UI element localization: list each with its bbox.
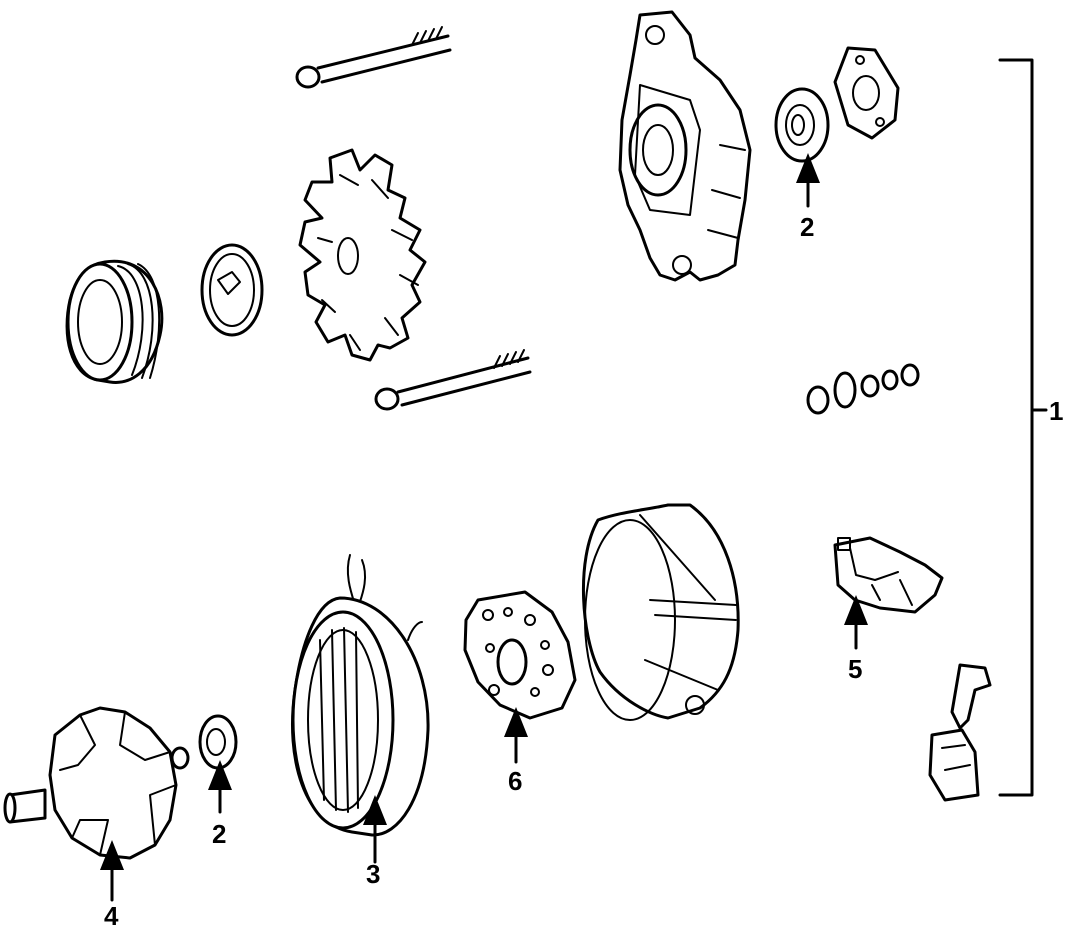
pulley-spacer: [200, 243, 264, 337]
callout-2-rear-bearing: 2: [212, 819, 226, 849]
callout-1: 1: [1049, 396, 1063, 426]
rectifier: [463, 590, 577, 720]
leader-lines: [100, 153, 868, 902]
pulley: [65, 259, 164, 384]
front-housing: [618, 10, 752, 282]
rotor: [3, 706, 190, 860]
callout-4-rotor: 4: [104, 901, 119, 931]
through-bolt-bottom: [374, 349, 532, 411]
callout-6-rectifier: 6: [508, 766, 522, 796]
brush-holder: [928, 663, 992, 802]
washers-nuts: [806, 363, 920, 415]
through-bolt-top: [295, 26, 452, 89]
assembly-bracket: [998, 58, 1048, 797]
callout-5-regulator: 5: [848, 654, 862, 684]
callout-2-front-bearing: 2: [800, 212, 814, 242]
cooling-fan: [298, 148, 427, 362]
rear-housing: [581, 503, 740, 721]
callout-3-stator: 3: [366, 859, 380, 889]
voltage-regulator: [833, 536, 944, 614]
front-bearing: [774, 87, 830, 163]
bearing-retainer-plate: [833, 46, 900, 140]
stator: [291, 554, 430, 837]
rear-bearing: [198, 714, 238, 770]
